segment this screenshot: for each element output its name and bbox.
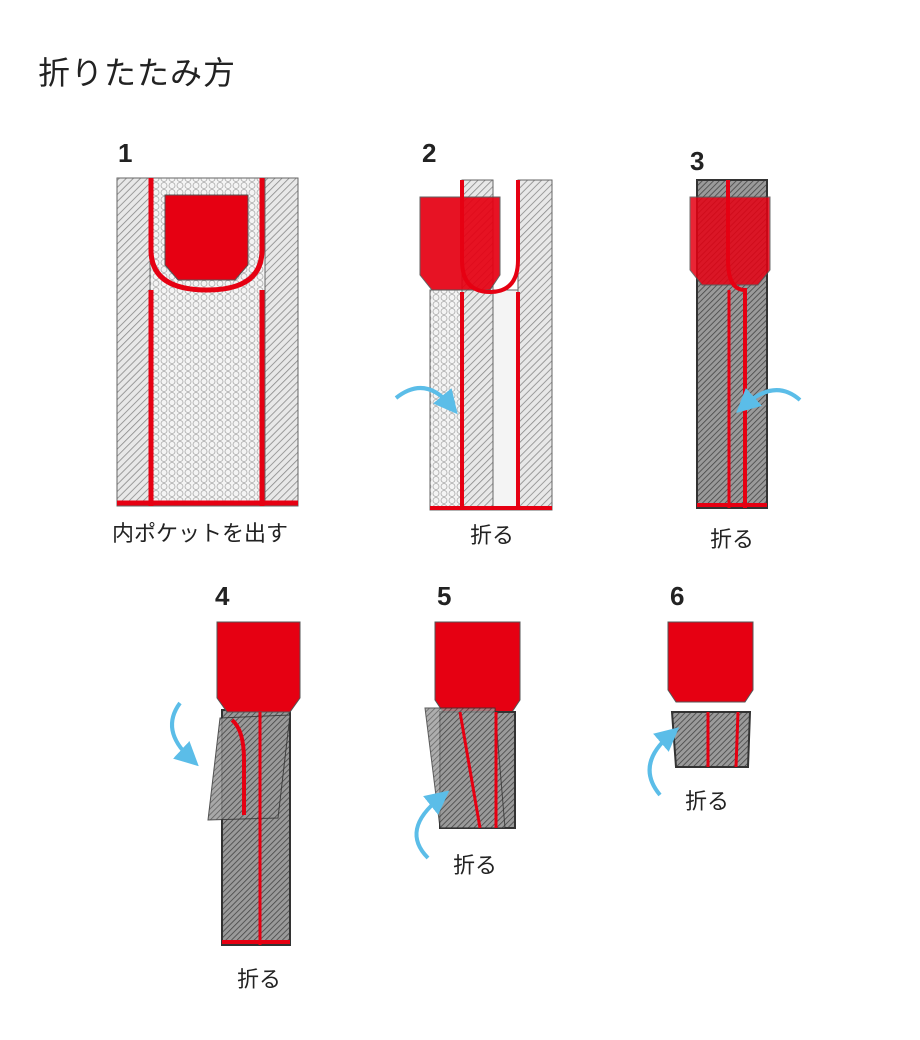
step-4-illustration — [170, 621, 301, 946]
step-5-caption: 折る — [453, 854, 498, 879]
step-6-number: 6 — [670, 581, 685, 611]
step-2-number: 2 — [422, 138, 437, 168]
step-5-number: 5 — [437, 581, 452, 611]
step-6-illustration — [647, 621, 754, 797]
step-6-caption: 折る — [685, 790, 730, 815]
step-1-number: 1 — [118, 138, 133, 168]
page-title: 折りたたみ方 — [38, 54, 237, 92]
step-3-caption: 折る — [710, 528, 755, 553]
step-3-number: 3 — [690, 146, 705, 176]
step-1-illustration — [116, 177, 299, 507]
fold-arrow-icon — [170, 701, 199, 767]
fold-arrow-icon — [414, 790, 450, 860]
fold-arrow-icon — [394, 386, 458, 415]
step-2-illustration — [394, 179, 553, 511]
fold-arrow-icon — [736, 388, 802, 414]
fold-arrow-icon — [647, 727, 680, 797]
step-3-illustration — [689, 179, 802, 509]
step-4-number: 4 — [215, 581, 230, 611]
step-2-caption: 折る — [470, 524, 515, 549]
step-1-caption: 内ポケットを出す — [112, 522, 289, 547]
step-5-illustration — [414, 621, 521, 860]
step-4-caption: 折る — [237, 968, 282, 993]
